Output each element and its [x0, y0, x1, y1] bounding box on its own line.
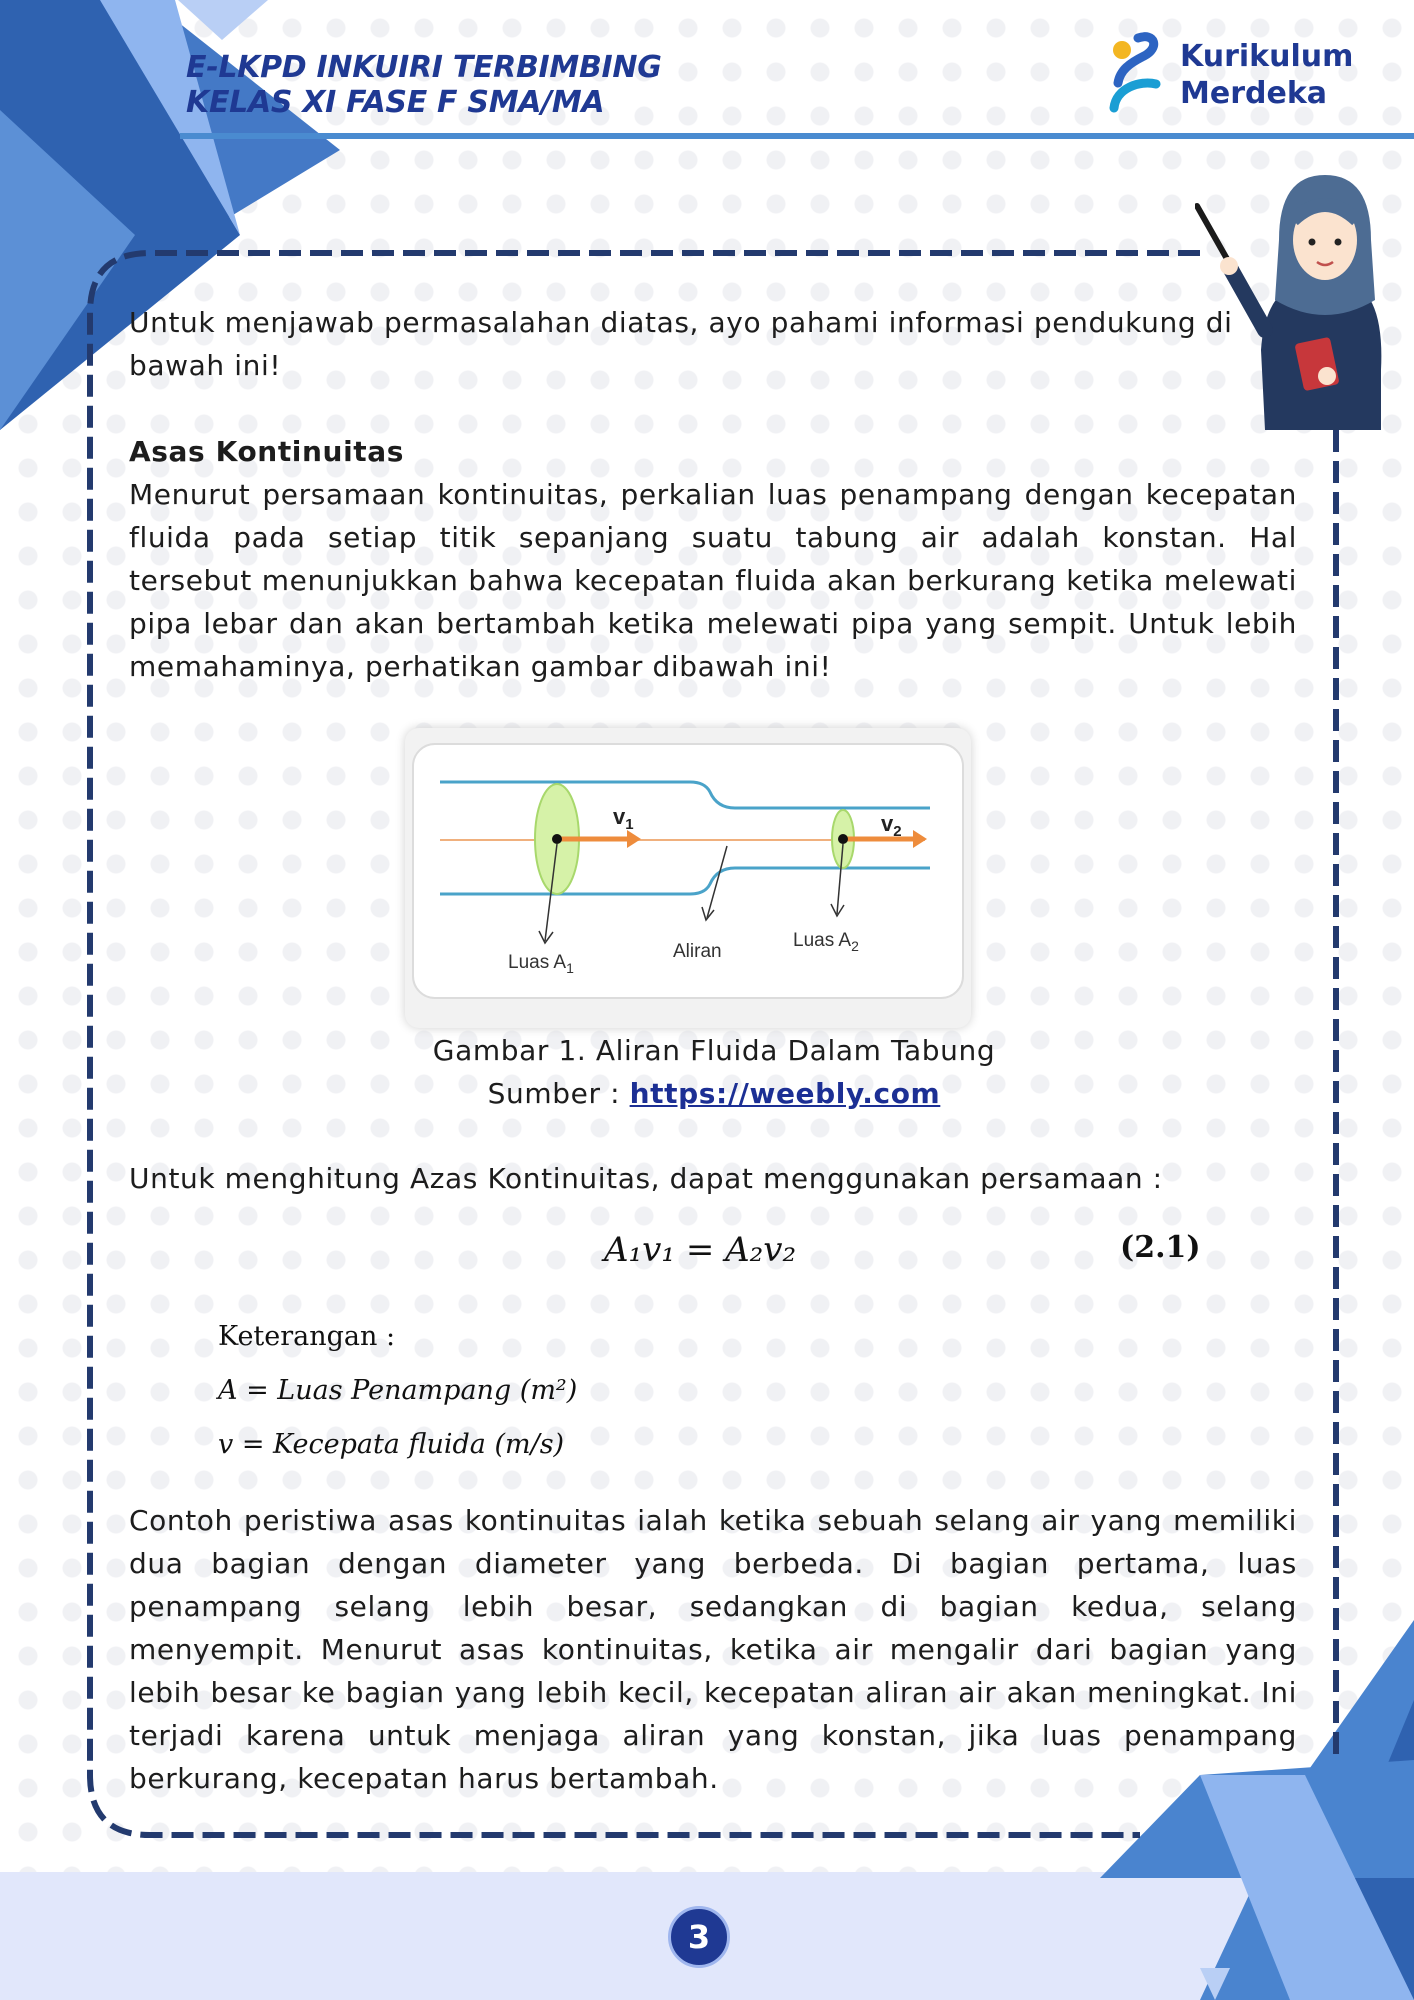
pipe-top-wall — [440, 780, 930, 810]
pipe-flow-figure: v1 v2 Luas A1 Aliran Luas A2 — [405, 728, 971, 1028]
teacher-illustration — [1195, 175, 1382, 430]
kurikulum-merdeka-logo-icon — [1109, 32, 1161, 113]
header-title-line1: E-LKPD INKUIRI TERBIMBING — [186, 50, 662, 85]
page-number: 3 — [668, 1906, 730, 1968]
point-2 — [838, 834, 848, 844]
point-1 — [552, 834, 562, 844]
pipe-bottom-wall — [440, 866, 930, 896]
intro-paragraph: Untuk menjawab permasalahan diatas, ayo … — [129, 306, 1233, 382]
source-link[interactable]: https://weebly.com — [629, 1077, 941, 1110]
keterangan-block: Keterangan : A = Luas Penampang (m²) v =… — [218, 1310, 577, 1472]
kurikulum-merdeka-logo: Kurikulum Merdeka — [1100, 28, 1360, 123]
figure-source: Sumber : https://weebly.com — [300, 1072, 1128, 1115]
equation-intro: Untuk menghitung Azas Kontinuitas, dapat… — [129, 1162, 1163, 1195]
header-rule — [180, 133, 1414, 139]
keterangan-velocity: v = Kecepata fluida (m/s) — [218, 1429, 565, 1460]
continuity-equation: A₁v₁ = A₂v₂ — [604, 1230, 797, 1270]
source-prefix: Sumber : — [487, 1077, 630, 1110]
label-area-1: Luas A1 — [508, 952, 574, 976]
label-flow: Aliran — [673, 941, 722, 962]
header-title-line2: KELAS XI FASE F SMA/MA — [186, 85, 605, 120]
logo-line1: Kurikulum — [1180, 39, 1354, 74]
equation-number: (2.1) — [1120, 1230, 1201, 1265]
header-title: E-LKPD INKUIRI TERBIMBING KELAS XI FASE … — [186, 50, 662, 120]
label-v1: v1 — [613, 804, 634, 833]
paragraph-example: Contoh peristiwa asas kontinuitas ialah … — [129, 1504, 1297, 1795]
keterangan-title: Keterangan : — [218, 1321, 396, 1352]
section-title: Asas Kontinuitas — [129, 435, 405, 468]
paragraph-continuity: Menurut persamaan kontinuitas, perkalian… — [129, 478, 1297, 683]
figure-caption: Gambar 1. Aliran Fluida Dalam Tabung — [432, 1034, 996, 1067]
logo-line2: Merdeka — [1180, 76, 1328, 111]
label-v2: v2 — [881, 811, 902, 840]
label-area-2: Luas A2 — [793, 930, 859, 954]
keterangan-area: A = Luas Penampang (m²) — [218, 1375, 578, 1406]
pipe-flow-diagram: v1 v2 Luas A1 Aliran Luas A2 — [412, 743, 964, 999]
logo-text: Kurikulum Merdeka — [1180, 38, 1353, 112]
